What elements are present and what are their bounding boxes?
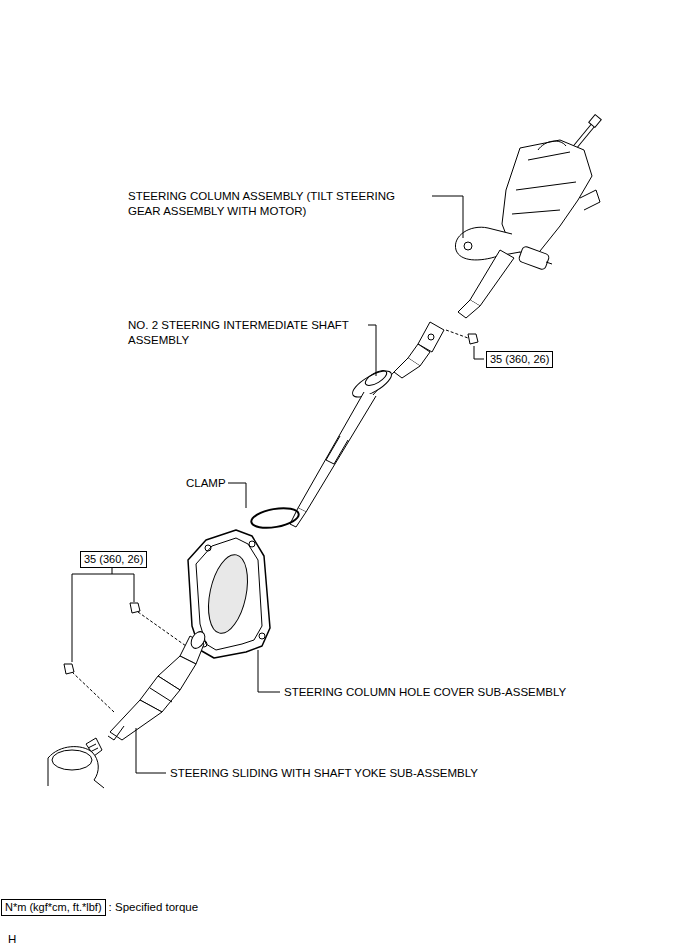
part-name: STEERING COLUMN HOLE COVER SUB-ASSEMBLY xyxy=(284,685,566,700)
torque-value: 35 (360, 26) xyxy=(490,353,549,365)
bolt xyxy=(64,603,186,712)
figure-code: H xyxy=(8,932,16,947)
steering-column xyxy=(455,115,601,318)
torque-value: N*m (kgf*cm, ft.*lbf) xyxy=(5,901,102,913)
steering-gear xyxy=(48,738,104,788)
part-name: CLAMP xyxy=(186,476,226,491)
legend-text: : Specified torque xyxy=(109,900,199,915)
torque-spec: 35 (360, 26) xyxy=(80,551,147,568)
legend-box: N*m (kgf*cm, ft.*lbf) xyxy=(1,899,106,916)
part-name: NO. 2 STEERING INTERMEDIATE SHAFT ASSEMB… xyxy=(128,318,363,348)
part-name: STEERING SLIDING WITH SHAFT YOKE SUB-ASS… xyxy=(170,766,478,781)
intermediate-shaft xyxy=(290,322,444,527)
part-name: STEERING COLUMN ASSEMBLY (TILT STEERING … xyxy=(128,189,428,219)
bolt xyxy=(446,330,478,344)
clamp-ring xyxy=(250,505,300,531)
sliding-yoke xyxy=(108,629,208,740)
torque-spec: 35 (360, 26) xyxy=(486,351,553,368)
hole-cover xyxy=(188,530,270,658)
torque-value: 35 (360, 26) xyxy=(84,553,143,565)
